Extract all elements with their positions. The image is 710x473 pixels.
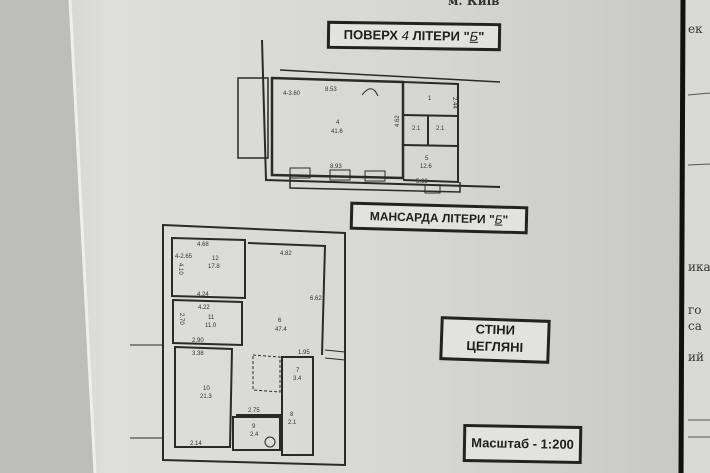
scale-label: Масштаб - 1:200 [462,423,583,465]
room-area: 11.0 [205,323,217,329]
floor-letter-prefix: ЛІТЕРИ " [412,27,470,44]
scale-label-text: Масштаб - 1:200 [471,435,574,452]
dim-text: 8.93 [330,164,342,170]
room-number: 1 [428,96,432,102]
dim-text: 4.68 [197,242,209,248]
room-number: 4 [336,120,340,126]
dim-text: 2.44 [451,97,457,109]
room-number: 8 [290,412,294,418]
dim-text: 4.10 [177,263,183,275]
room-number: 10 [203,386,210,392]
right-sheet-text: ек [688,22,703,36]
room-area: 21.3 [200,394,212,400]
attic-letter-suffix: " [502,212,509,227]
dim-text: 2.75 [248,408,260,414]
room-number: 12 [212,256,219,262]
walls-label-line2: ЦЕГЛЯНІ [466,338,524,355]
dim-text: 8.53 [325,87,337,93]
dim-text: 4.24 [197,292,209,298]
room-area: 47.4 [275,327,287,333]
upper-floor-plan [237,39,501,194]
dim-text: 6.62 [310,296,322,302]
dim-text: 2.14 [190,441,202,447]
dim-text: 4.22 [198,305,210,311]
dim-text: 1.95 [298,350,310,356]
right-sheet-text: са [688,319,702,333]
room-area: 2.1 [436,126,445,132]
right-sheet [684,0,710,473]
sheet-edge [678,0,686,473]
room-area: 3.4 [293,376,302,382]
attic-label: МАНСАРДА ЛІТЕРИ "Б" [349,201,529,235]
dim-text: 3.38 [192,351,204,357]
right-sheet-text: ий [688,350,704,364]
city-text: м. Київ [448,0,500,8]
dim-text: 2.70 [178,313,184,325]
room-area: 2.1 [412,126,421,132]
dim-text: 4-3.60 [283,91,301,97]
dim-text: 5.62 [416,179,428,185]
room-area: 12.6 [420,164,432,170]
room-area: 41.6 [331,129,343,135]
attic-label-text: МАНСАРДА ЛІТЕРИ " [369,209,495,227]
right-sheet-text: го [688,303,702,317]
room-number: 6 [278,318,282,324]
paper-fold-left [0,0,95,473]
room-area: 2.4 [250,432,259,438]
walls-label: СТІНИ ЦЕГЛЯНІ [439,316,551,364]
floor-letter-suffix: " [478,28,485,44]
right-sheet-text: ика [688,260,710,274]
room-number: 9 [252,424,256,430]
attic-plan [130,223,346,467]
room-number: 7 [296,368,300,374]
dim-text: 4.82 [280,251,292,257]
room-area: 17.8 [208,264,220,270]
room-area: 2.1 [288,420,297,426]
dim-text: 4-2.65 [175,254,193,260]
room-number: 5 [425,156,429,162]
floor-number: 4 [401,27,410,43]
floor-label: ПОВЕРХ 4 ЛІТЕРИ "Б" [326,20,502,52]
floor-label-text: ПОВЕРХ [343,27,399,43]
dim-text: 4.62 [395,115,401,127]
room-number: 11 [208,315,215,321]
dim-text: 2.90 [192,338,204,344]
